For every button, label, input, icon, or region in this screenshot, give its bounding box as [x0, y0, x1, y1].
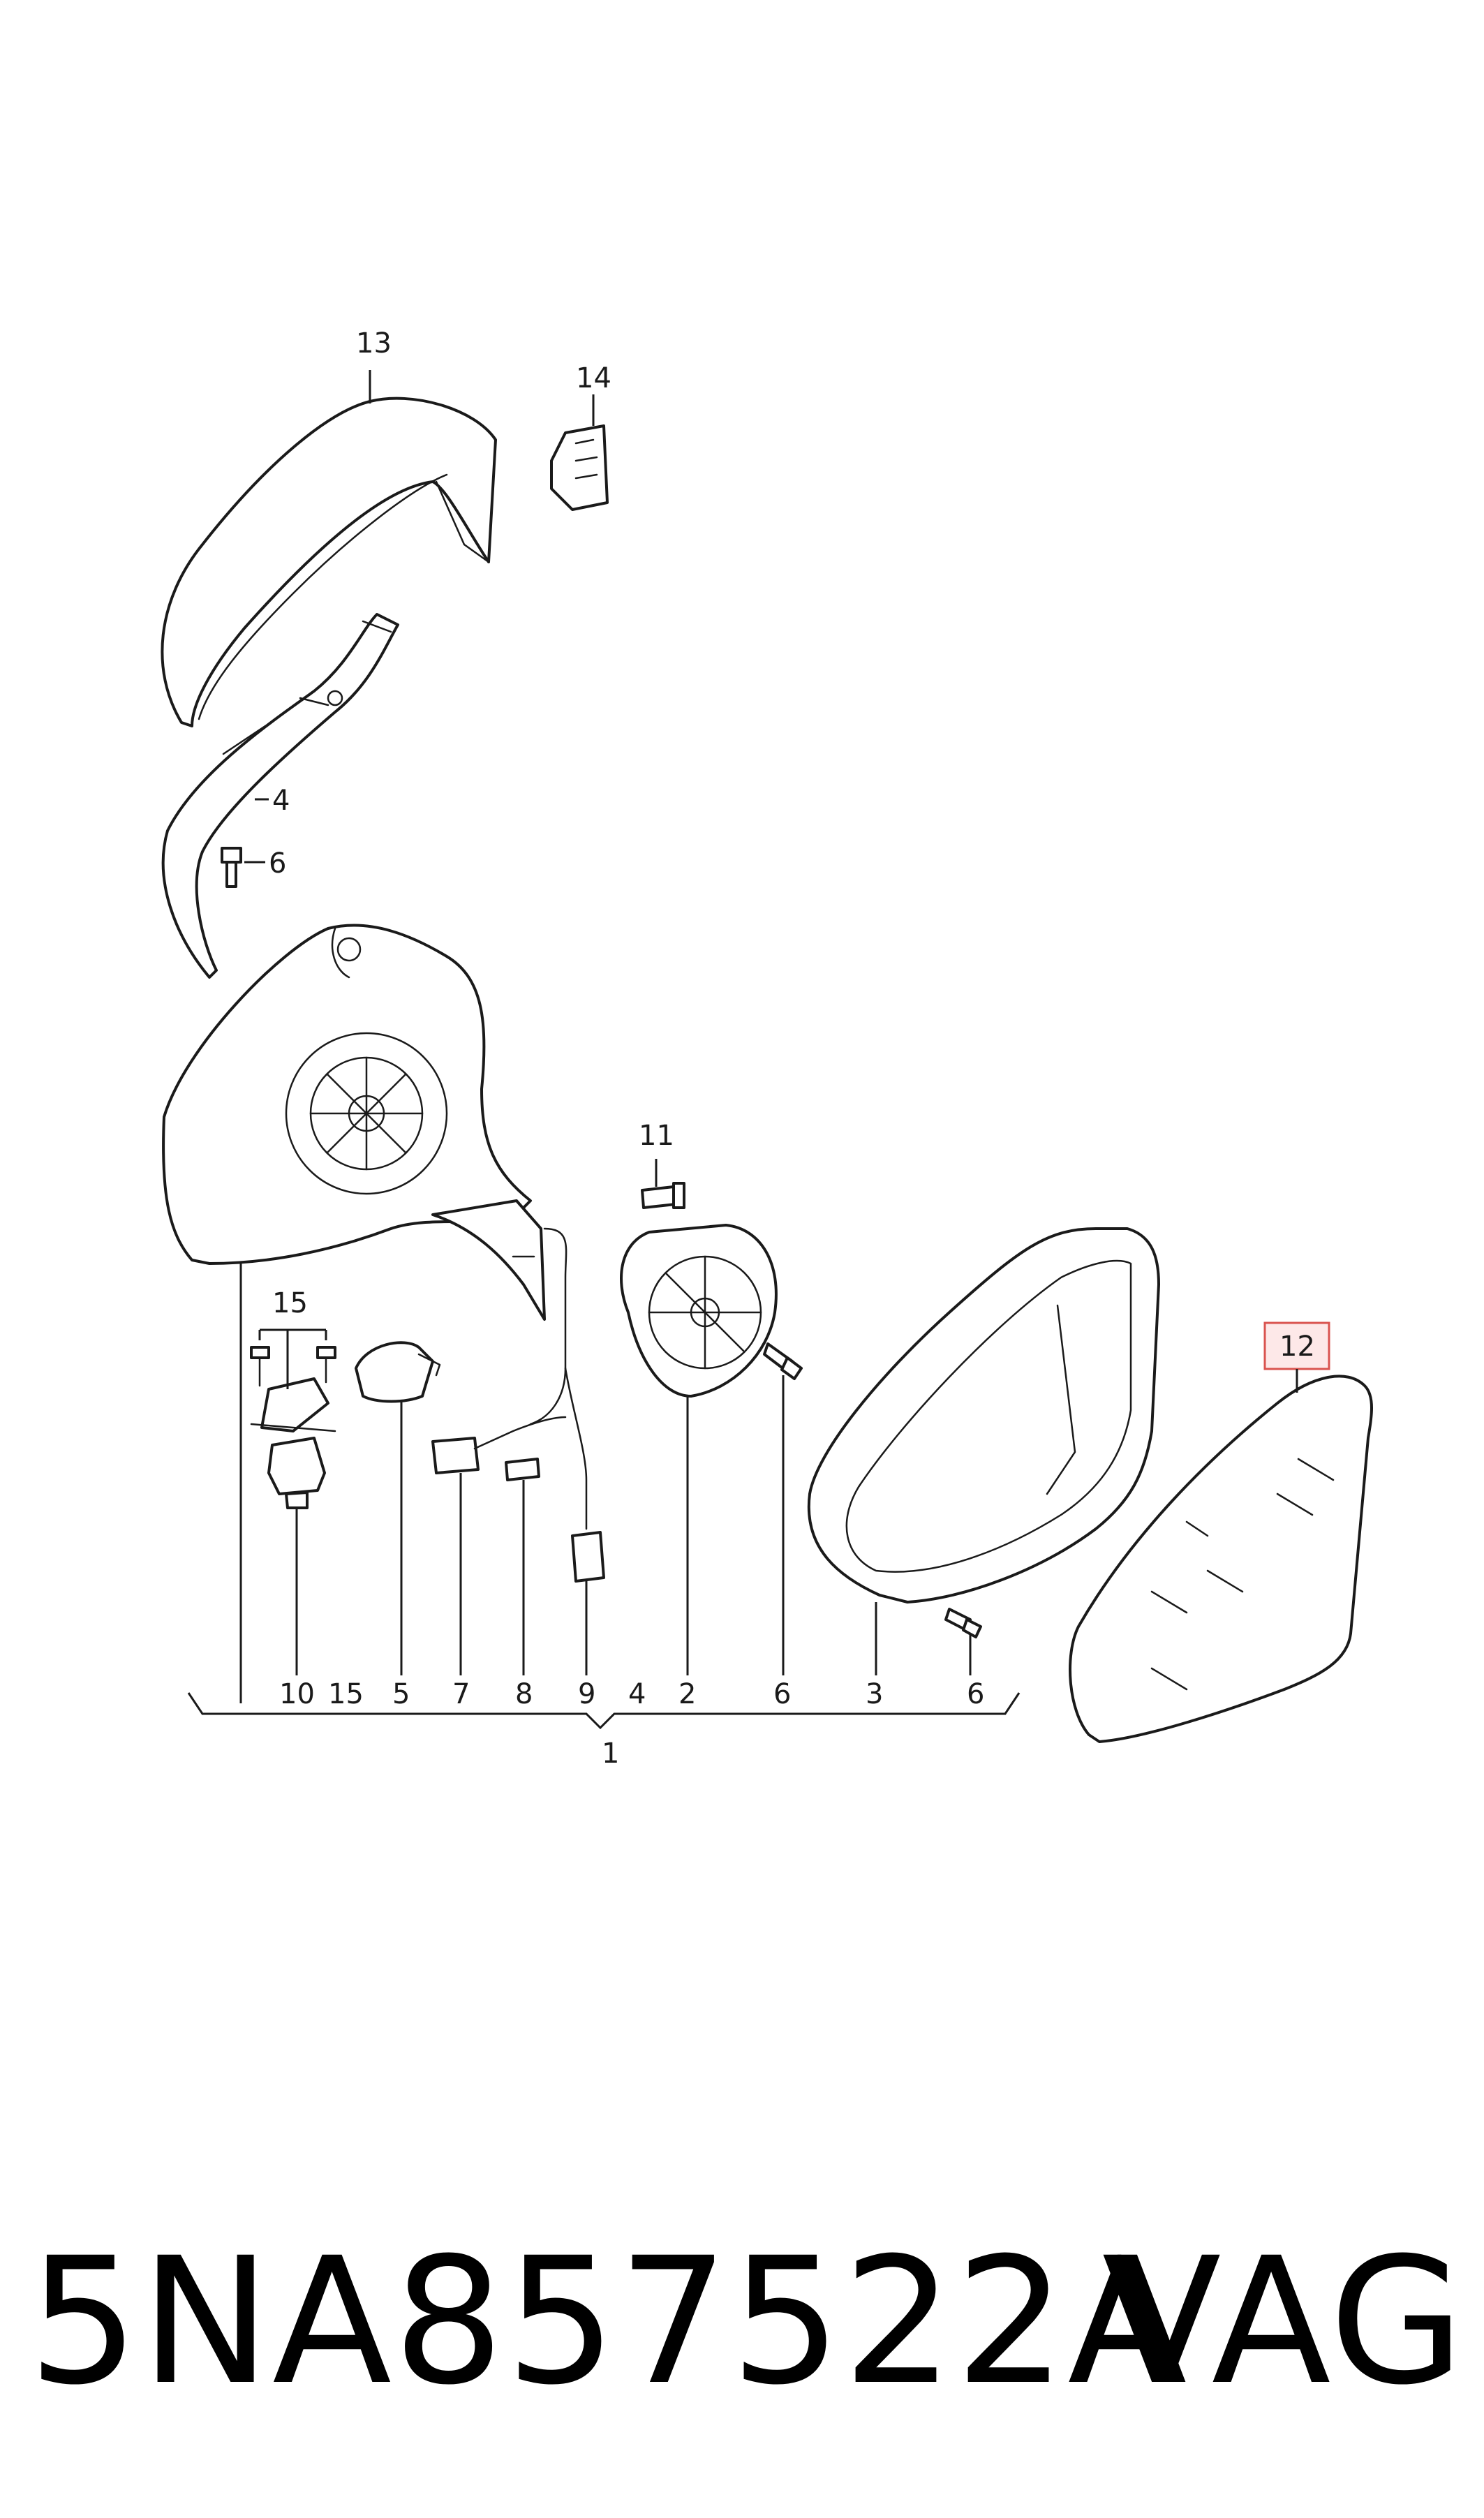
part-6-screw-middle[interactable]: [763, 1342, 803, 1380]
part-12-mirror-glass[interactable]: [1069, 1375, 1373, 1743]
part-14-clip[interactable]: [550, 424, 609, 511]
leader-15-top: [258, 1328, 327, 1389]
callout-12: 12: [1279, 1331, 1315, 1363]
callout-7: 7: [452, 1678, 470, 1710]
callout-15-top: 15: [272, 1287, 308, 1319]
callout-5: 5: [392, 1678, 410, 1710]
part-mirror-arm-mount[interactable]: [431, 1199, 546, 1321]
part-9-plug[interactable]: [571, 1531, 605, 1583]
callout-11: 11: [639, 1120, 674, 1152]
part-10-actuator[interactable]: [267, 1437, 326, 1509]
footer: 5NA857522A VAG: [28, 2220, 1466, 2429]
part-mirror-base-housing[interactable]: [162, 924, 532, 1265]
callout-10: 10: [279, 1678, 315, 1710]
cable-branch: [564, 1367, 588, 1530]
callout-8: 8: [515, 1678, 533, 1710]
part-11-screw[interactable]: [641, 1182, 685, 1209]
callout-15-bottom: 15: [328, 1678, 364, 1710]
callout-4-top: 4: [272, 785, 290, 817]
part-2-adjustment-motor[interactable]: [620, 1224, 778, 1398]
part-7-connector[interactable]: [431, 1416, 567, 1474]
part-3-mirror-housing-frame[interactable]: [807, 1227, 1160, 1604]
callout-4-bottom: 4: [628, 1678, 646, 1710]
part-8-small-connector[interactable]: [505, 1458, 540, 1481]
callout-6-upper: 6: [269, 847, 286, 880]
assembly-bracket-1: [187, 1692, 1021, 1730]
callout-2: 2: [678, 1678, 696, 1710]
part-4-turn-signal-strip[interactable]: [161, 613, 399, 979]
callout-12-highlight-box: [1263, 1321, 1330, 1370]
part-number: 5NA857522A: [28, 2220, 1189, 2423]
callout-1: 1: [602, 1738, 619, 1770]
part-13-mirror-cap[interactable]: [161, 397, 497, 727]
brand: VAG: [1101, 2220, 1466, 2423]
part-6-screw-upper[interactable]: [221, 847, 242, 888]
callout-6-bottom-b: 6: [967, 1678, 984, 1710]
cable-harness: [529, 1227, 567, 1425]
callout-13: 13: [356, 327, 392, 360]
part-6-screw-lower[interactable]: [944, 1608, 982, 1638]
callout-6-bottom-a: 6: [773, 1678, 791, 1710]
part-15-screws-bracket[interactable]: [250, 1346, 336, 1432]
callout-14: 14: [576, 362, 611, 394]
callout-9: 9: [578, 1678, 595, 1710]
part-5-control-module[interactable]: [355, 1341, 441, 1403]
callout-3: 3: [866, 1678, 883, 1710]
